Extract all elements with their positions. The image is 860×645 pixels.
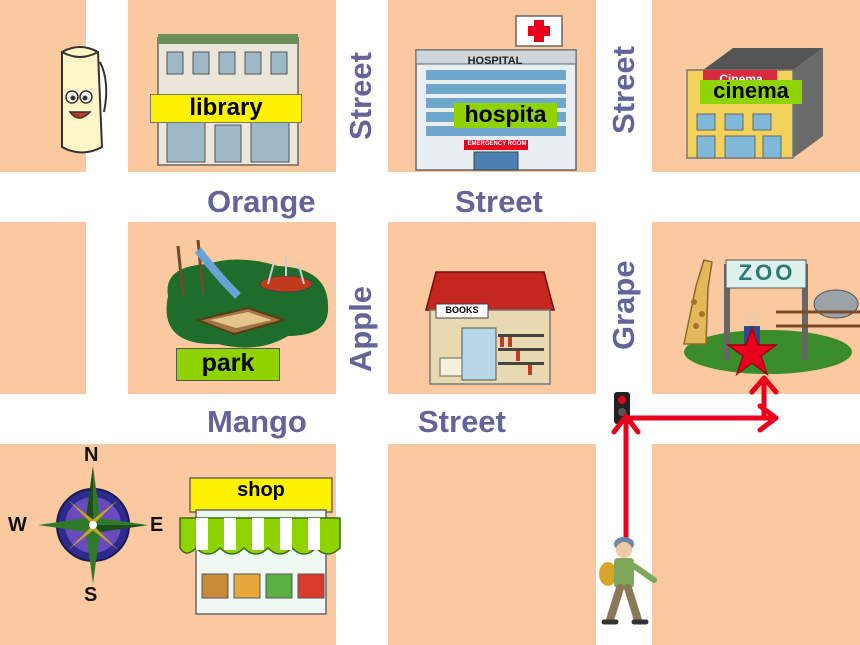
emergency-room-sign: EMERGENCY ROOM: [467, 141, 527, 147]
compass-south: S: [84, 584, 98, 606]
park-playground-icon: [166, 239, 329, 348]
zoo-sign: ZOO: [738, 260, 796, 285]
block-mid-left: [0, 222, 86, 394]
library-label: library: [150, 94, 302, 123]
books-sign: BOOKS: [445, 305, 479, 315]
compass-rose-icon: [38, 466, 148, 584]
shop-building-icon: [179, 477, 341, 615]
park-label: park: [176, 348, 280, 381]
orange-label: Orange: [207, 184, 316, 219]
orange-street-label: Street: [455, 184, 543, 219]
block-bottom-right: [652, 444, 860, 645]
hospital-label: hospita: [454, 103, 557, 128]
shop-label: shop: [237, 479, 285, 501]
scroll-mascot-icon: [61, 46, 108, 154]
block-bottom-mid: [388, 444, 596, 645]
compass-east: E: [150, 514, 164, 536]
compass-west: W: [8, 514, 27, 536]
compass-north: N: [84, 444, 99, 466]
mango-street-label: Street: [418, 404, 506, 439]
red-star-icon: [725, 325, 779, 376]
walking-boy-icon: [599, 537, 657, 625]
mango-label: Mango: [207, 404, 307, 439]
bookstore-building-icon: [425, 271, 555, 385]
hospital-sign: HOSPITAL: [467, 55, 523, 67]
cinema-label: cinema: [700, 80, 802, 104]
